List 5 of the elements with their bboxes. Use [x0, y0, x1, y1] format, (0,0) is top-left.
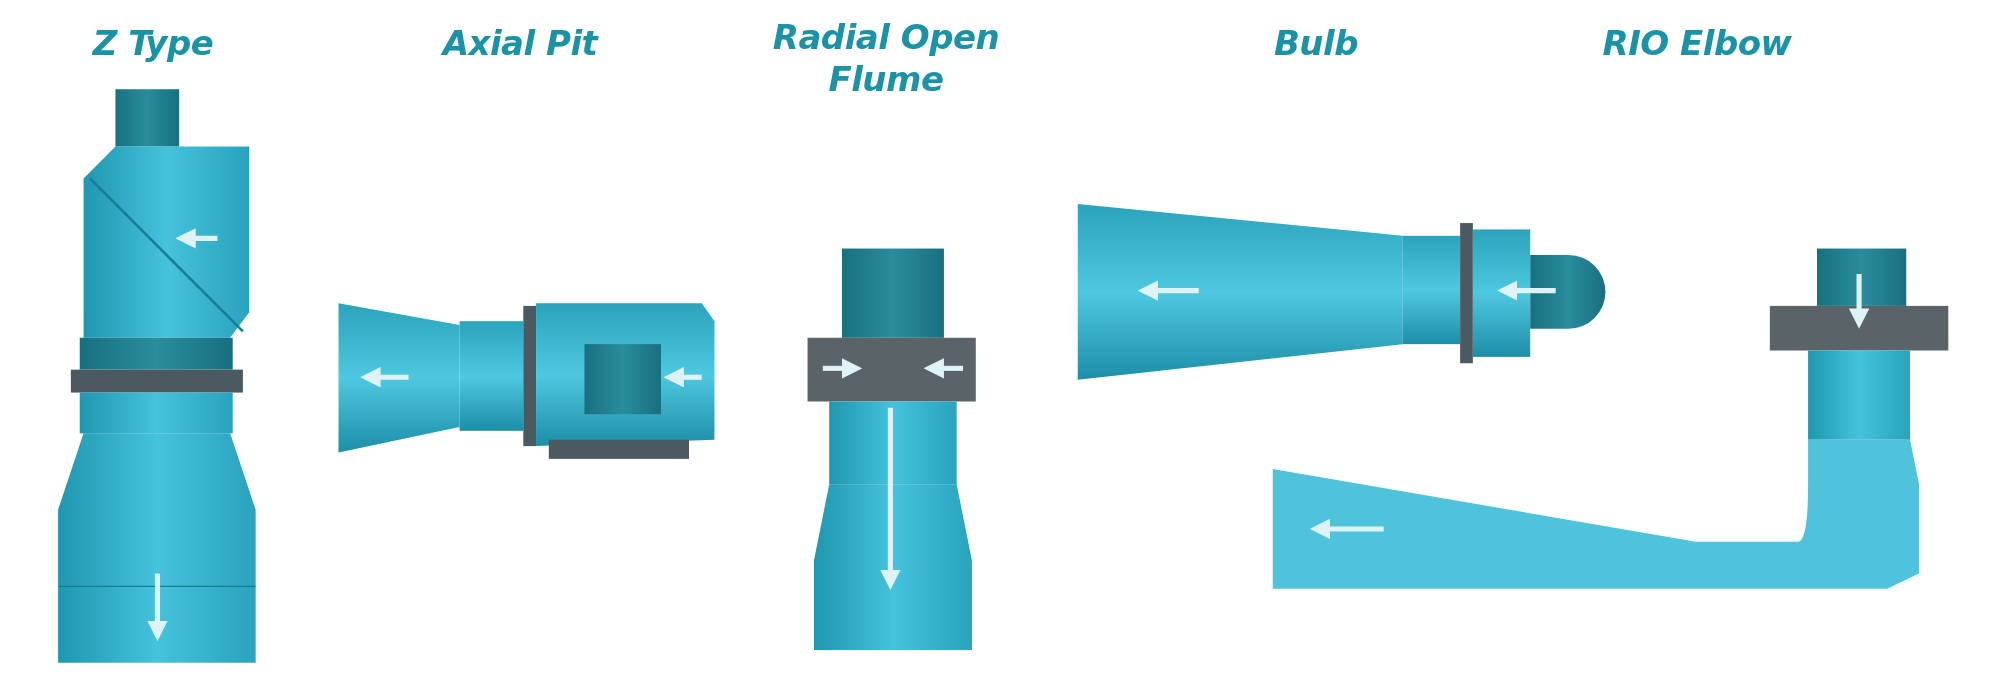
turbine-type-heading: Z Type — [91, 22, 215, 64]
turbine-type-heading: RIO Elbow — [1601, 22, 1793, 64]
turbine-type-heading: Axial Pit — [439, 22, 600, 64]
turbine-type-heading: Radial Open Flume — [771, 16, 1001, 100]
turbine-type-heading: Bulb — [1272, 22, 1360, 64]
